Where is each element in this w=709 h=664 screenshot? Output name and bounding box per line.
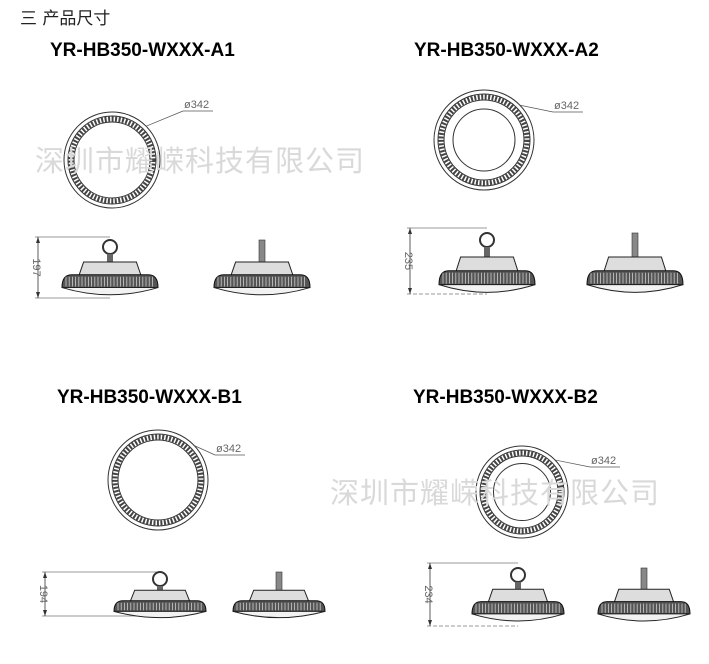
model-title-a2: YR-HB350-WXXX-A2 (414, 40, 599, 61)
side-view-front (438, 232, 536, 293)
side-view-side (232, 571, 326, 619)
led-ring (480, 450, 564, 534)
side-view-side (213, 239, 311, 296)
heatsink-fins (61, 274, 159, 289)
arrow-icon (428, 563, 432, 569)
top-view (63, 111, 161, 209)
lamp-housing (603, 256, 667, 273)
top-view (107, 429, 209, 531)
cable-gland-icon (258, 239, 266, 263)
lamp-housing (248, 589, 310, 603)
arrow-icon (408, 228, 412, 234)
ring-edge (479, 449, 565, 535)
height-label: 234 (422, 585, 434, 603)
lamp-housing (230, 261, 294, 277)
arrow-icon (43, 610, 47, 616)
section-title: 三 产品尺寸 (20, 9, 111, 29)
ring-edge (111, 433, 205, 527)
eye-bolt-stem (157, 586, 163, 591)
ring-edge (437, 93, 531, 187)
top-view (475, 445, 569, 539)
center-lens (492, 462, 552, 522)
product-drawing-yr-hb350-wxxx-a2: ø342 235 (402, 89, 684, 295)
lamp-lens (586, 284, 684, 293)
cable-gland-icon (275, 571, 283, 591)
height-label: 235 (402, 252, 414, 270)
outer-ring (433, 89, 535, 191)
model-title-b2: YR-HB350-WXXX-B2 (413, 387, 598, 408)
eye-bolt-stem (107, 254, 113, 263)
arrow-icon (408, 288, 412, 294)
lamp-housing (129, 589, 191, 603)
diameter-label: ø342 (554, 100, 579, 112)
inner-edge (117, 439, 199, 521)
led-ring (438, 94, 530, 186)
diameter-label: ø342 (216, 443, 241, 455)
eye-bolt-icon (510, 567, 526, 583)
lamp-lens (61, 287, 159, 296)
inner-edge (73, 121, 151, 199)
product-drawing-yr-hb350-wxxx-b2: ø342 234 (422, 445, 691, 627)
model-title-b1: YR-HB350-WXXX-B1 (57, 387, 242, 408)
diameter-leader (518, 104, 554, 113)
height-label: 197 (30, 258, 42, 276)
lamp-housing (487, 588, 549, 604)
heatsink-fins (586, 270, 684, 286)
lamp-lens (113, 610, 207, 619)
arrow-icon (43, 572, 47, 578)
side-view-front (113, 571, 207, 619)
heatsink-fins (213, 274, 311, 289)
side-view-front (471, 567, 565, 622)
cable-gland-icon (631, 232, 639, 258)
heatsink-fins (438, 270, 536, 286)
led-ring (68, 116, 156, 204)
eye-bolt-stem (484, 247, 490, 257)
lamp-lens (232, 610, 326, 619)
side-view-side (597, 567, 691, 622)
ring-edge (67, 115, 157, 205)
diameter-label: ø342 (591, 455, 616, 467)
diameter-label: ø342 (184, 99, 209, 111)
arrow-icon (36, 292, 40, 298)
side-view-front (61, 239, 159, 296)
product-drawing-yr-hb350-wxxx-b1: ø342 194 (37, 429, 326, 619)
arrow-icon (428, 620, 432, 626)
center-lens (452, 108, 516, 172)
lamp-lens (438, 284, 536, 293)
outer-ring (63, 111, 161, 209)
arrow-icon (36, 237, 40, 243)
eye-bolt-icon (102, 239, 118, 255)
eye-bolt-icon (479, 232, 495, 248)
inner-edge (443, 99, 525, 181)
led-ring (112, 434, 204, 526)
lamp-lens (597, 613, 691, 622)
top-view (433, 89, 535, 191)
lamp-housing (455, 256, 519, 273)
outer-ring (475, 445, 569, 539)
lamp-housing (78, 261, 142, 277)
eye-bolt-icon (152, 571, 168, 587)
cable-gland-icon (640, 567, 648, 590)
diameter-leader (145, 110, 184, 127)
side-view-side (586, 232, 684, 293)
diameter-leader (554, 459, 591, 468)
outer-ring (107, 429, 209, 531)
model-title-a1: YR-HB350-WXXX-A1 (50, 40, 235, 61)
inner-edge (485, 455, 559, 529)
lamp-lens (471, 613, 565, 622)
lamp-housing (613, 588, 675, 604)
height-label: 194 (37, 585, 49, 603)
lamp-lens (213, 287, 311, 296)
eye-bolt-stem (515, 582, 521, 590)
product-drawing-yr-hb350-wxxx-a1: ø342 197 (30, 99, 311, 299)
diameter-leader (192, 444, 216, 456)
